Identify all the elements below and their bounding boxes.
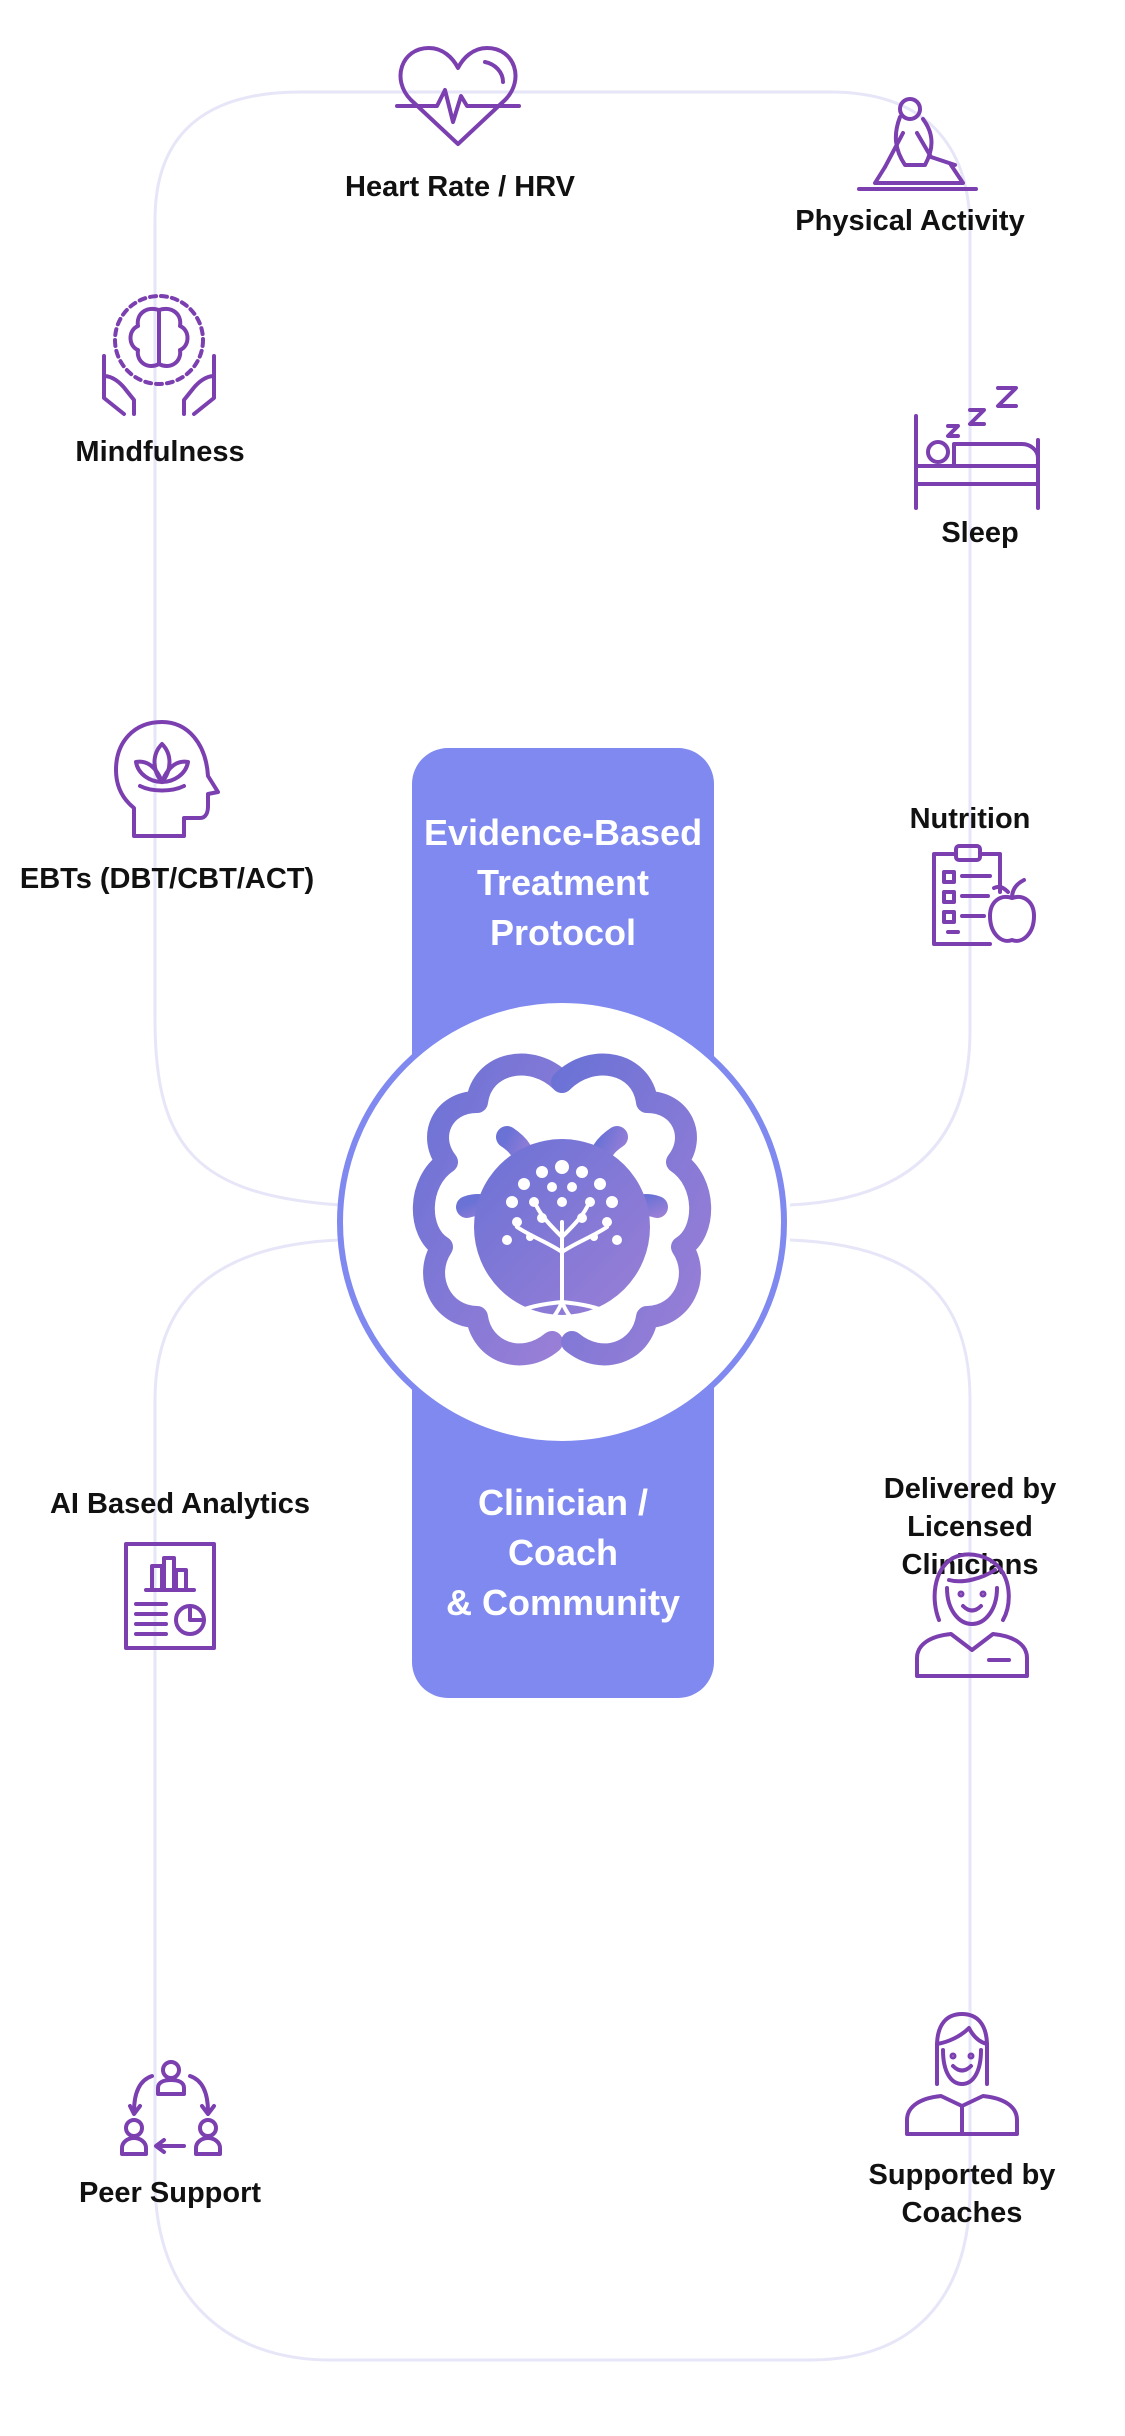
pillar-top-line: Protocol <box>489 912 636 953</box>
pillar-bottom-line: & Community <box>446 1582 680 1623</box>
node-label: AI Based Analytics <box>49 1488 311 1520</box>
node-label: Delivered by Licensed Clinicians <box>840 1470 1100 1584</box>
pillar-top-text: Evidence-Based Treatment Protocol <box>412 808 714 958</box>
node-label: Sleep <box>941 517 1019 549</box>
brain-hands-icon <box>98 290 220 418</box>
lotus-head-icon <box>112 718 222 840</box>
heart-pulse-icon <box>393 42 523 150</box>
node-label: Physical Activity <box>795 205 1025 237</box>
pillar-bottom-line: Coach <box>507 1532 619 1573</box>
pillar-top-line: Treatment <box>476 862 650 903</box>
pillar-bottom-text: Clinician / Coach & Community <box>412 1478 714 1628</box>
clipboard-apple-icon <box>928 840 1038 950</box>
node-label: Supported by Coaches <box>852 2156 1072 2232</box>
node-label-line: Supported by <box>868 2159 1056 2191</box>
pillar-top-line: Evidence-Based <box>423 812 703 853</box>
coach-icon <box>903 2010 1021 2138</box>
yoga-icon <box>855 95 980 195</box>
node-label: Heart Rate / HRV <box>345 171 575 203</box>
node-label: Nutrition <box>909 803 1031 835</box>
brain-tree-icon <box>412 1052 712 1392</box>
bed-sleep-icon <box>912 380 1042 510</box>
node-label: EBTs (DBT/CBT/ACT) <box>19 863 315 895</box>
pillar-bottom-line: Clinician / <box>477 1482 649 1523</box>
node-label: Peer Support <box>78 2177 262 2209</box>
node-label: Mindfulness <box>75 436 245 468</box>
report-chart-icon <box>122 1540 218 1652</box>
node-label-line: Coaches <box>901 2197 1023 2229</box>
node-label-line: Delivered by <box>883 1473 1057 1505</box>
clinician-icon <box>913 1550 1031 1680</box>
peer-cycle-icon <box>118 2058 224 2164</box>
